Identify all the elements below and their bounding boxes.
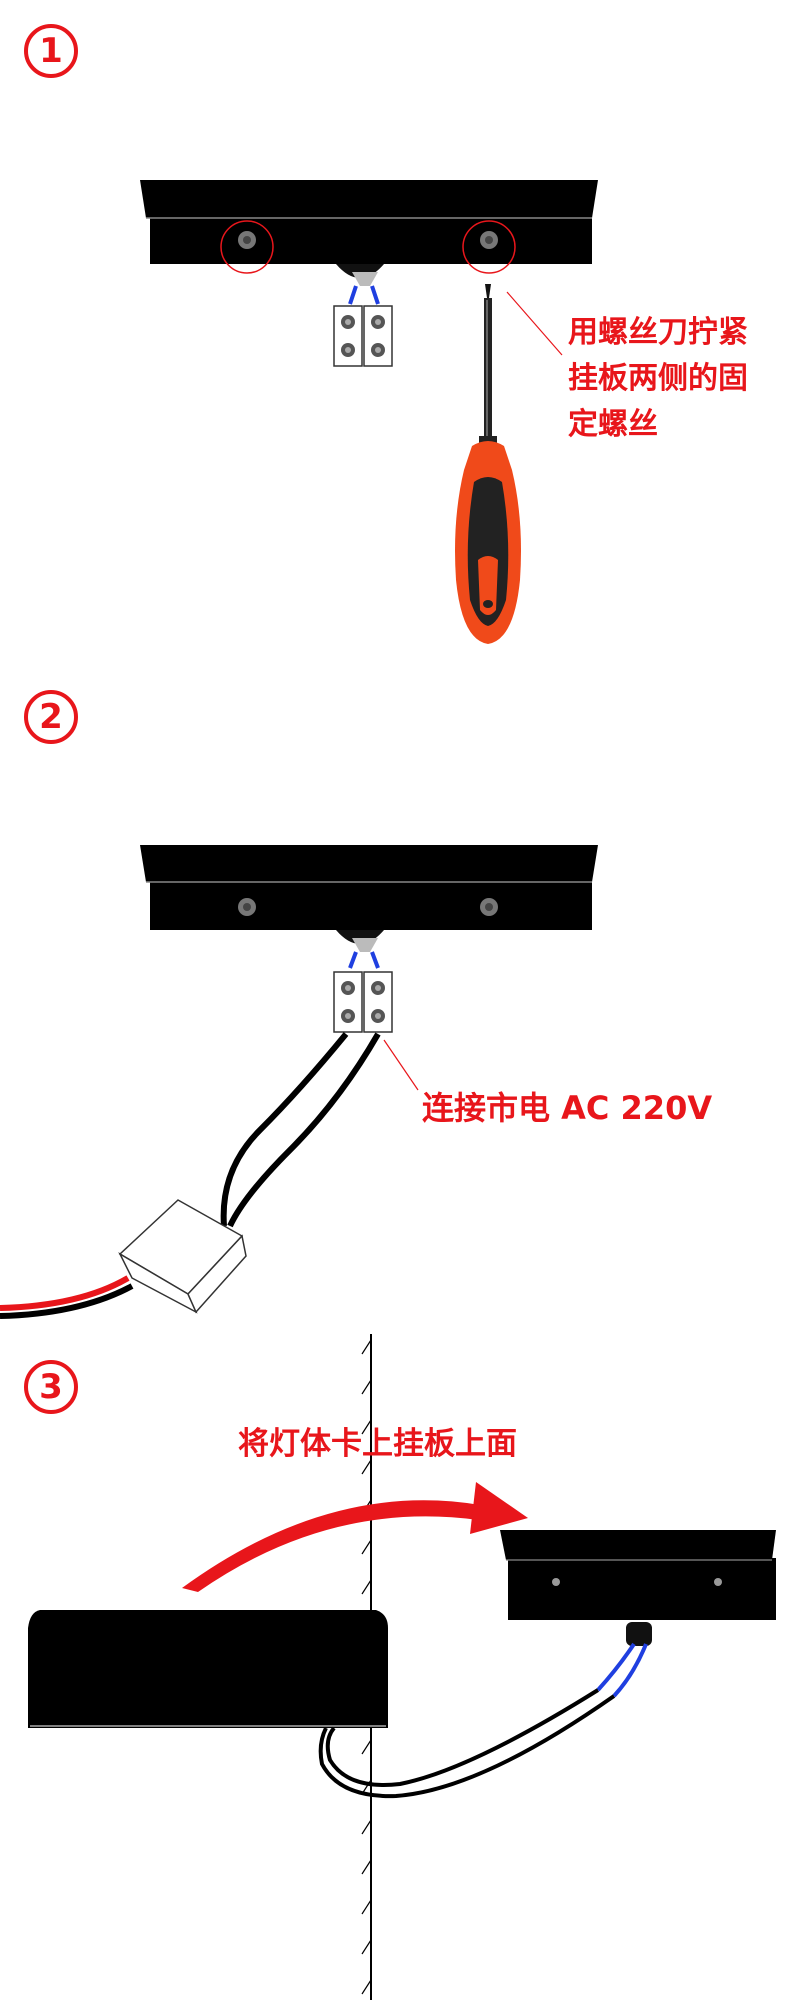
highlight-circle-left <box>220 220 274 274</box>
lamp-wire-blue-2 <box>612 1643 648 1698</box>
step-2-number: 2 <box>39 697 63 737</box>
direction-arrow <box>182 1482 528 1592</box>
terminal-block-icon <box>333 305 393 367</box>
mounting-plate <box>500 1530 776 1620</box>
lamp-wire-black-2 <box>318 1694 616 1799</box>
screw-right <box>480 231 498 249</box>
step-3-badge: 3 <box>24 1360 78 1414</box>
step-1-caption-line-3: 定螺丝 <box>568 407 658 442</box>
step-1-illustration <box>140 180 598 644</box>
terminal-block-icon <box>333 971 393 1033</box>
cable-gland <box>626 1622 652 1646</box>
mains-wire-1 <box>220 1032 349 1227</box>
step-3-caption: 将灯体卡上挂板上面 <box>238 1426 517 1462</box>
screwdriver-icon <box>455 284 521 644</box>
lamp-body <box>28 1610 388 1728</box>
cable-gland <box>336 930 384 969</box>
screw-left <box>238 231 256 249</box>
step-2-badge: 2 <box>24 690 78 744</box>
caption-2-pointer <box>383 1039 419 1091</box>
step-3-number: 3 <box>39 1367 63 1407</box>
supply-wire-red <box>0 1275 130 1311</box>
mounting-plate <box>140 845 598 930</box>
step-2-illustration <box>0 845 598 1319</box>
supply-wire-black <box>0 1283 134 1319</box>
highlight-circle-right <box>462 220 516 274</box>
mounting-plate <box>140 180 598 264</box>
step-1-caption-line-1: 用螺丝刀拧紧 <box>568 315 748 350</box>
step-1-number: 1 <box>39 31 63 71</box>
step-1-badge: 1 <box>24 24 78 78</box>
lamp-wire-blue-1 <box>596 1642 636 1692</box>
step-1-caption-line-2: 挂板两侧的固 <box>568 361 748 396</box>
caption-1-pointer <box>506 291 563 356</box>
cable-gland <box>336 264 384 305</box>
mains-wire-2 <box>227 1032 381 1228</box>
junction-box-icon <box>118 1199 247 1314</box>
step-2-caption: 连接市电 AC 220V <box>422 1089 713 1127</box>
step-1-caption: 用螺丝刀拧紧 挂板两侧的固 定螺丝 <box>568 310 748 448</box>
lamp-wire-black-1 <box>325 1688 600 1787</box>
